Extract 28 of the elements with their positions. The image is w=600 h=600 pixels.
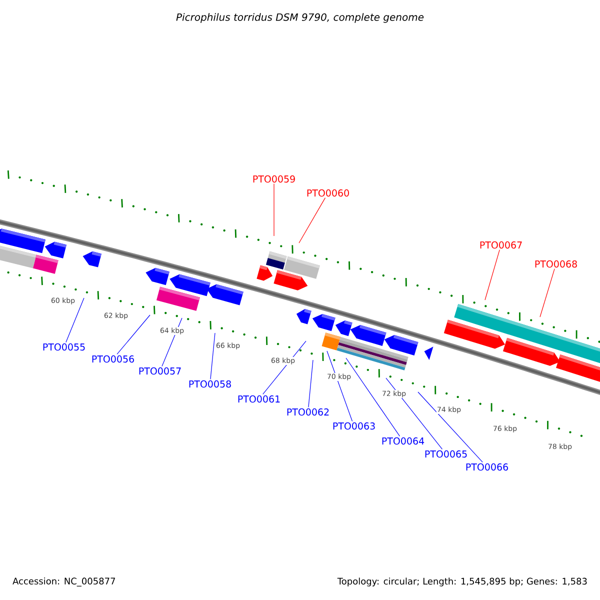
title: Picrophilus torridus DSM 9790, complete genome bbox=[176, 13, 424, 23]
gene-label: PTO0064 bbox=[382, 437, 424, 445]
gene-label: PTO0061 bbox=[238, 395, 280, 403]
gene-label: PTO0057 bbox=[139, 367, 181, 375]
leader-line bbox=[116, 314, 150, 355]
leader-line bbox=[484, 250, 500, 300]
leader-line bbox=[418, 392, 483, 463]
leader-line bbox=[326, 350, 353, 422]
leader-line bbox=[308, 360, 314, 408]
gene-label: PTO0066 bbox=[466, 463, 508, 471]
gene-label: PTO0055 bbox=[43, 343, 85, 351]
gene-label: PTO0056 bbox=[92, 355, 134, 363]
leader-line bbox=[210, 332, 216, 380]
gene-label: PTO0068 bbox=[535, 260, 577, 268]
gene-label: PTO0058 bbox=[189, 380, 231, 388]
gene-label: PTO0059 bbox=[253, 175, 295, 183]
leader-line bbox=[386, 378, 443, 450]
gene-label: PTO0062 bbox=[287, 408, 329, 416]
gene-label: PTO0063 bbox=[333, 422, 375, 430]
gene-label: PTO0065 bbox=[425, 450, 467, 458]
leader-line bbox=[540, 268, 555, 318]
accession-text: Accession: NC_005877 bbox=[12, 578, 115, 586]
leader-line bbox=[298, 198, 326, 244]
leader-line bbox=[66, 298, 84, 342]
gene-label: PTO0060 bbox=[307, 189, 349, 197]
gene-label: PTO0067 bbox=[480, 241, 522, 249]
leader-line bbox=[346, 358, 400, 437]
genome-info-text: Topology: circular; Length: 1,545,895 bp; Genes: 1,583 bbox=[337, 578, 587, 586]
